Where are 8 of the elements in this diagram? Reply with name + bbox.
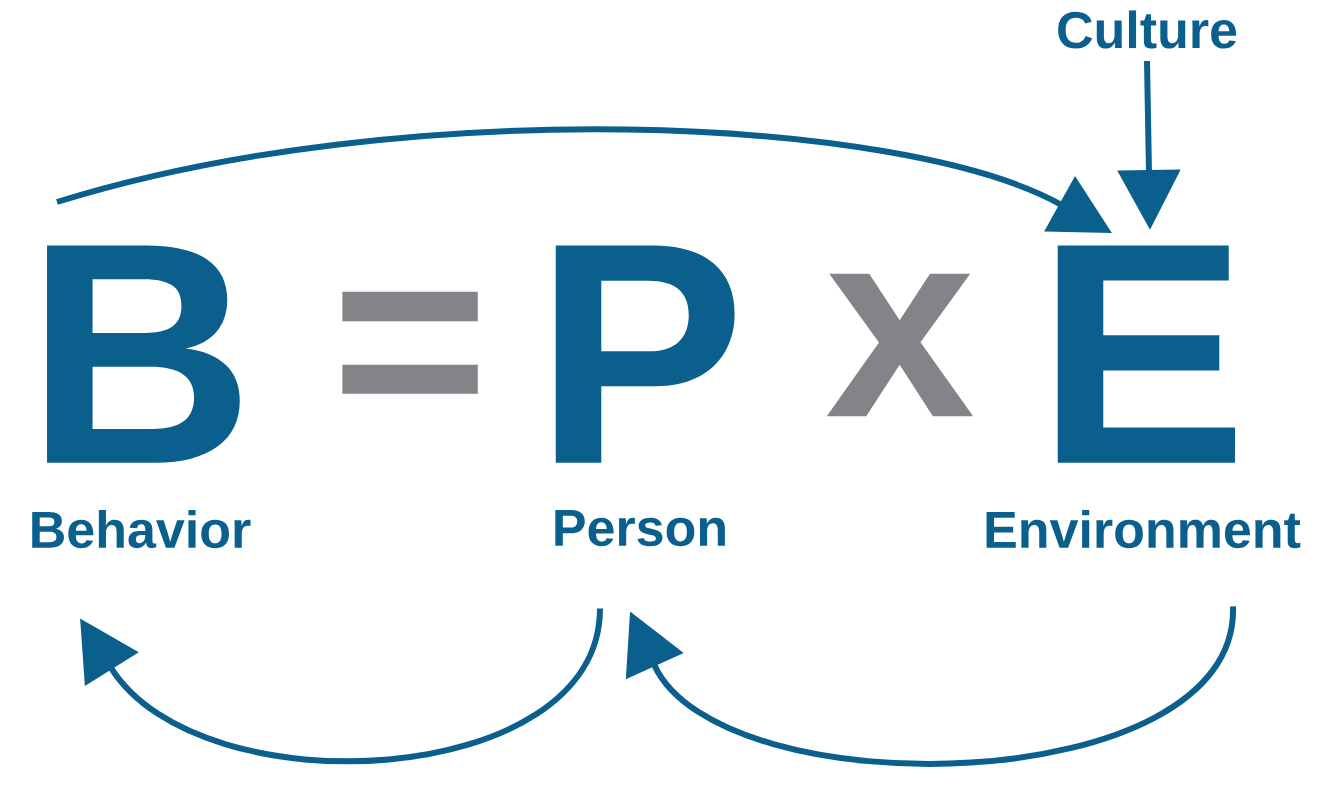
text-label: Culture — [1058, 10, 1237, 49]
variable-label: E Environment — [986, 245, 1301, 549]
operator-symbol: = — [342, 291, 478, 394]
arrow — [80, 607, 603, 765]
variable-label: P Person — [555, 245, 735, 547]
operator-symbol: x — [826, 273, 974, 417]
variable-label: B Behavior — [32, 245, 251, 549]
arrow — [625, 605, 1236, 767]
